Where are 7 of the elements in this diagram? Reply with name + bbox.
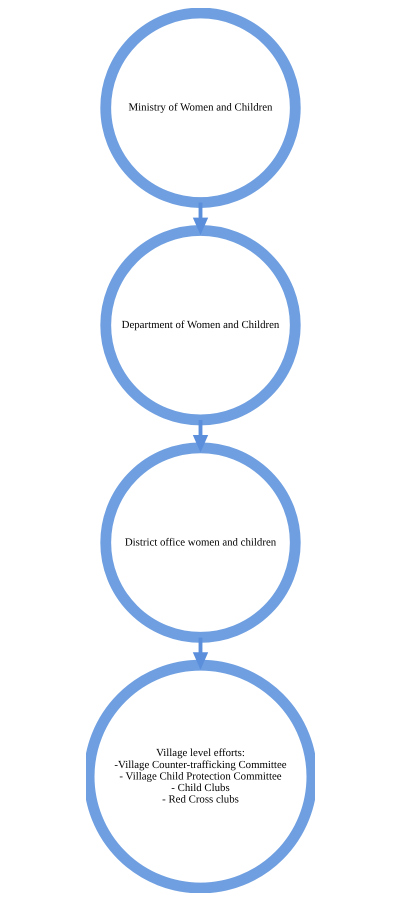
arrow xyxy=(192,420,208,453)
node-circle: Ministry of Women and Children xyxy=(100,8,300,208)
node-circle: Department of Women and Children xyxy=(100,224,300,426)
node-circle: District office women and children xyxy=(100,442,300,643)
arrow xyxy=(192,202,208,236)
node-circle: Village level efforts: -Village Counter-trafficking Committee - Village Child Protection Committee - Child Clubs - Red Cross clubs xyxy=(86,660,314,893)
arrow xyxy=(192,638,208,670)
